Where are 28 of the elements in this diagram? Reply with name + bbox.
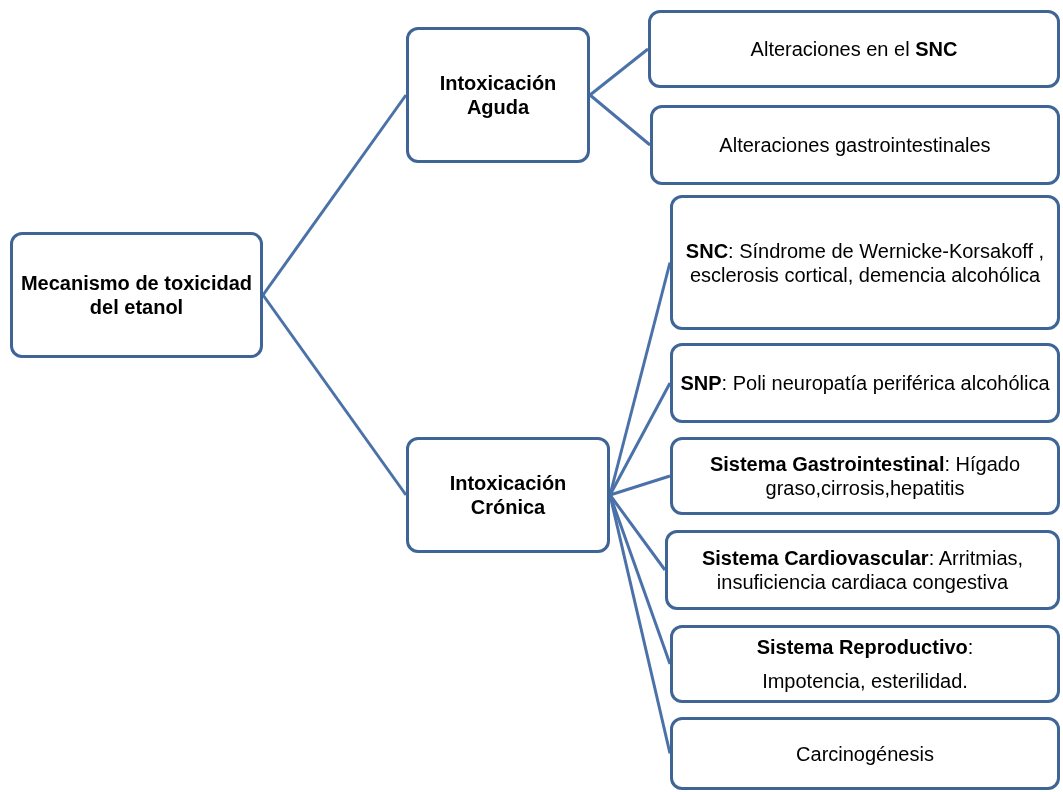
effect-box <box>670 625 1060 703</box>
connector-line <box>589 47 649 97</box>
category-box <box>10 232 263 358</box>
effect-box <box>648 10 1060 88</box>
category-label: Mecanismo de toxicidad del etanol <box>19 271 254 319</box>
effect-text: Alteraciones en el SNC <box>750 37 958 61</box>
category-label: Intoxicación Aguda <box>438 71 558 119</box>
effect-text: SNP: Poli neuropatía periférica alcohólica <box>680 371 1050 395</box>
category-box <box>406 27 590 163</box>
effect-text: Impotencia, esterilidad. <box>762 669 968 693</box>
connector-line <box>261 294 408 496</box>
effect-text: Sistema Reproductivo: <box>756 635 974 659</box>
effect-text: Alteraciones gastrointestinales <box>719 133 991 157</box>
effect-box <box>650 105 1060 185</box>
category-label: Intoxicación Crónica <box>448 471 568 519</box>
category-box <box>406 437 610 553</box>
effect-text: SNC: Síndrome de Wernicke-Korsakoff , esclerosis cortical, demencia alcohólica <box>684 238 1046 287</box>
effect-box <box>670 437 1060 515</box>
connector-line <box>589 93 651 147</box>
effect-box <box>670 717 1060 790</box>
connector-line <box>609 474 671 497</box>
effect-text: Carcinogénesis <box>796 741 934 766</box>
connector-line <box>261 94 408 296</box>
effect-box <box>665 530 1060 610</box>
effect-text: Sistema Gastrointestinal: Hígado graso,cirrosis,hepatitis <box>708 452 1022 500</box>
effect-box <box>670 195 1060 330</box>
effect-box <box>670 343 1060 423</box>
effect-text: Sistema Cardiovascular: Arritmias, insuficiencia cardiaca congestiva <box>700 546 1025 594</box>
